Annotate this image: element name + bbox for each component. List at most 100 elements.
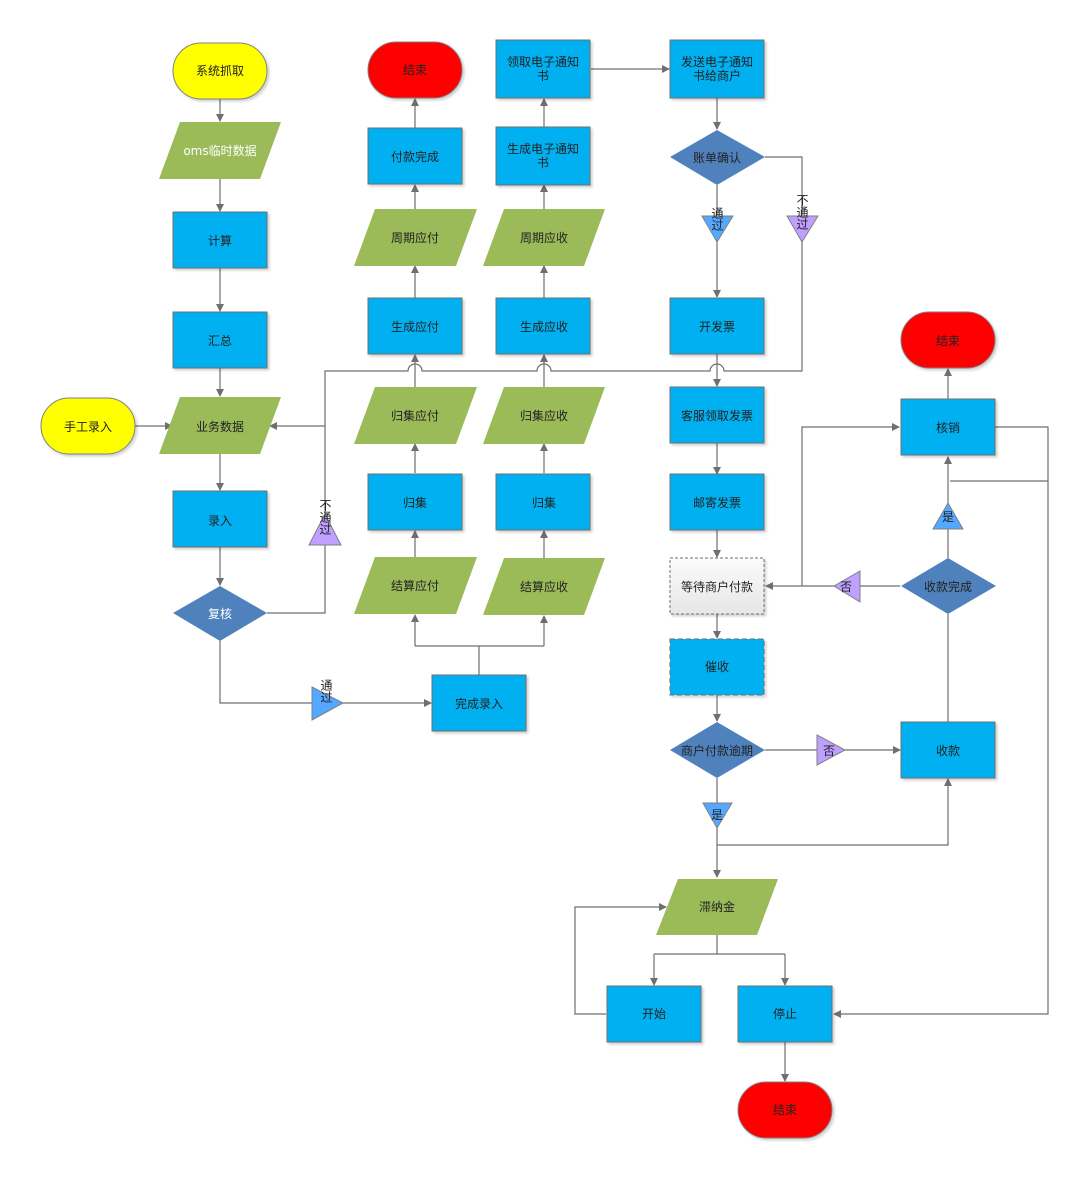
node-label: 结算应付 xyxy=(391,578,439,593)
process-get-notice[interactable]: 领取电子通知书 xyxy=(495,39,591,99)
label-recv-done-yes: 是 xyxy=(932,501,964,530)
node-label: 归集 xyxy=(532,495,556,510)
node-label: 结束 xyxy=(403,63,427,77)
process-collect-recv[interactable]: 归集 xyxy=(495,473,591,531)
connector xyxy=(574,903,667,1015)
decision-review[interactable]: 复核 xyxy=(173,586,267,641)
node-label: 滞纳金 xyxy=(699,899,735,914)
process-urge[interactable]: 催收 xyxy=(669,638,765,696)
node-label: 商户付款逾期 xyxy=(681,743,753,758)
label-bill-pass: 通过 xyxy=(701,207,734,243)
node-label: 账单确认 xyxy=(693,151,741,165)
process-send-notice[interactable]: 发送电子通知书给商户 xyxy=(669,39,765,99)
process-invoice[interactable]: 开发票 xyxy=(669,297,765,355)
node-label: 是 xyxy=(942,510,954,524)
node-label: 结束 xyxy=(936,334,960,348)
label-review-fail: 不通过 xyxy=(308,499,342,546)
node-label: 是 xyxy=(711,808,723,822)
node-label: 结算应收 xyxy=(520,579,568,594)
decision-overdue[interactable]: 商户付款逾期 xyxy=(670,722,765,778)
terminator-end-right[interactable]: 结束 xyxy=(900,311,996,369)
label-overdue-yes: 是 xyxy=(702,802,733,829)
node-label: 归集应付 xyxy=(391,408,439,423)
data-settle-recv[interactable]: 结算应收 xyxy=(483,558,605,615)
node-label: 开始 xyxy=(642,1007,666,1021)
node-label: 发送电子通知书给商户 xyxy=(680,55,753,83)
node-label: 开发票 xyxy=(699,319,735,334)
node-label: oms临时数据 xyxy=(183,143,256,158)
data-period-recv[interactable]: 周期应收 xyxy=(483,209,605,266)
data-oms-temp[interactable]: oms临时数据 xyxy=(159,122,281,179)
node-label: 归集 xyxy=(403,495,427,510)
data-collect-pay[interactable]: 归集应付 xyxy=(354,387,477,444)
process-gen-recv[interactable]: 生成应收 xyxy=(495,297,591,355)
process-entry[interactable]: 录入 xyxy=(172,490,268,548)
node-label: 等待商户付款 xyxy=(681,579,753,594)
node-label: 系统抓取 xyxy=(196,64,244,78)
node-label: 周期应收 xyxy=(520,230,568,245)
label-bill-fail: 不通过 xyxy=(786,194,819,243)
terminator-manual-input[interactable]: 手工录入 xyxy=(40,397,136,455)
process-wait-payment[interactable]: 等待商户付款 xyxy=(669,557,765,615)
process-calc[interactable]: 计算 xyxy=(172,211,268,269)
label-overdue-no: 否 xyxy=(816,734,847,766)
process-pay-done[interactable]: 付款完成 xyxy=(367,127,463,185)
node-label: 生成应付 xyxy=(391,319,439,334)
process-mail-invoice[interactable]: 邮寄发票 xyxy=(669,473,765,531)
terminator-end-bottom[interactable]: 结束 xyxy=(737,1081,833,1139)
node-label: 业务数据 xyxy=(196,419,244,434)
connector xyxy=(219,641,432,707)
label-recv-done-no: 否 xyxy=(833,570,861,603)
node-label: 归集应收 xyxy=(520,408,568,423)
process-start[interactable]: 开始 xyxy=(606,985,702,1043)
data-period-pay[interactable]: 周期应付 xyxy=(354,209,477,266)
node-label: 停止 xyxy=(773,1006,797,1021)
node-label: 否 xyxy=(823,744,835,758)
data-biz[interactable]: 业务数据 xyxy=(159,397,281,454)
decision-bill-confirm[interactable]: 账单确认 xyxy=(670,130,765,185)
node-label: 通过 xyxy=(710,207,724,231)
process-writeoff[interactable]: 核销 xyxy=(900,398,996,456)
process-summary[interactable]: 汇总 xyxy=(172,311,268,369)
node-label: 收款 xyxy=(936,744,960,758)
connector xyxy=(717,778,952,846)
connector xyxy=(801,423,900,586)
terminator-end-top[interactable]: 结束 xyxy=(367,41,463,99)
process-gen-pay[interactable]: 生成应付 xyxy=(367,297,463,355)
node-label: 结束 xyxy=(773,1103,797,1117)
node-label: 邮寄发票 xyxy=(693,495,741,510)
label-review-pass: 通过 xyxy=(311,679,345,721)
process-receive[interactable]: 收款 xyxy=(900,721,996,779)
data-late-fee[interactable]: 滞纳金 xyxy=(656,879,778,935)
process-complete-entry[interactable]: 完成录入 xyxy=(431,674,527,732)
node-label: 否 xyxy=(840,580,852,594)
node-label: 录入 xyxy=(208,514,232,528)
node-label: 手工录入 xyxy=(64,420,112,434)
node-label: 核销 xyxy=(936,421,960,435)
connector xyxy=(267,422,326,614)
data-settle-pay[interactable]: 结算应付 xyxy=(354,557,477,614)
node-label: 领取电子通知书 xyxy=(506,55,579,83)
node-label: 通过 xyxy=(319,679,333,703)
process-collect-pay[interactable]: 归集 xyxy=(367,473,463,531)
node-label: 不通过 xyxy=(795,194,809,230)
process-stop[interactable]: 停止 xyxy=(737,985,833,1043)
node-label: 计算 xyxy=(208,233,232,248)
data-collect-recv[interactable]: 归集应收 xyxy=(483,387,605,444)
node-label: 客服领取发票 xyxy=(681,408,753,423)
node-label: 周期应付 xyxy=(391,230,439,245)
node-label: 生成应收 xyxy=(520,319,568,334)
node-label: 复核 xyxy=(208,607,232,621)
decision-recv-done[interactable]: 收款完成 xyxy=(901,558,996,614)
process-gen-notice[interactable]: 生成电子通知书 xyxy=(495,126,591,186)
node-label: 汇总 xyxy=(208,334,232,348)
node-label: 收款完成 xyxy=(924,579,972,594)
node-label: 生成电子通知书 xyxy=(506,142,579,170)
terminator-sys-fetch[interactable]: 系统抓取 xyxy=(172,42,268,100)
node-label: 不通过 xyxy=(318,499,332,535)
connector xyxy=(833,426,1049,1018)
node-label: 完成录入 xyxy=(455,696,503,711)
process-cs-invoice[interactable]: 客服领取发票 xyxy=(669,386,765,444)
node-label: 付款完成 xyxy=(391,149,439,164)
